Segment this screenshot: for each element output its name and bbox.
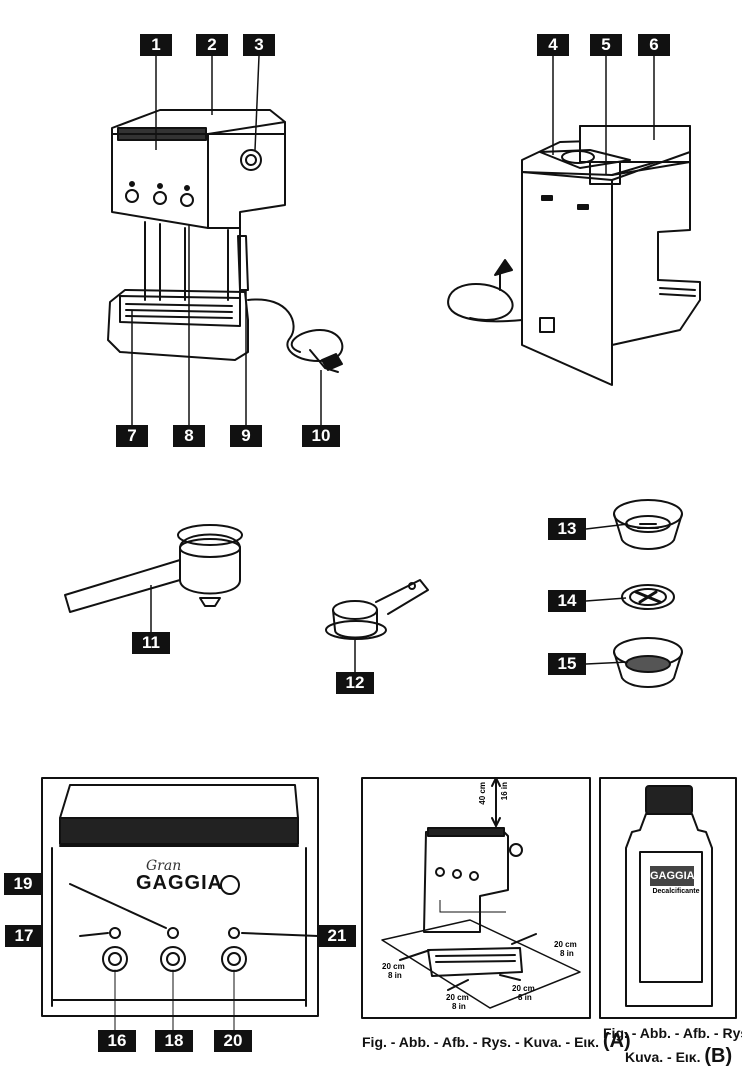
label-13: 13 — [548, 518, 586, 540]
dim-right-in: 8 in — [560, 949, 574, 958]
bottle-product: Decalcificante — [652, 888, 700, 895]
caption-b-line1: Fig. - Abb. - Afb. - Rys. - — [603, 1025, 742, 1041]
label-20: 20 — [214, 1030, 252, 1052]
label-10: 10 — [302, 425, 340, 447]
dim-right: 20 cm — [554, 940, 577, 949]
brand-script: Gran — [146, 858, 182, 874]
label-5: 5 — [590, 34, 622, 56]
label-3: 3 — [243, 34, 275, 56]
panel-b-frame — [599, 777, 737, 1019]
caption-b-letter: (B) — [704, 1045, 733, 1067]
caption-b-line2-wrap: Kuva. - Εικ. (B) — [625, 1045, 732, 1068]
filter-15 — [613, 637, 683, 688]
dim-left: 20 cm — [382, 962, 405, 971]
label-1: 1 — [140, 34, 172, 56]
label-14: 14 — [548, 590, 586, 612]
caption-a-letter: (A) — [602, 1030, 631, 1052]
label-15: 15 — [548, 653, 586, 675]
decalcifier-bottle — [625, 785, 713, 1007]
dim-top: 40 cm — [478, 782, 487, 805]
filter-14 — [621, 584, 675, 610]
caption-a-text: Fig. - Abb. - Afb. - Rys. - Kuva. - Εικ. — [362, 1034, 599, 1050]
measuring-scoop — [325, 579, 429, 640]
label-21: 21 — [318, 925, 356, 947]
dim-bottom-right-in: 8 in — [518, 993, 532, 1002]
label-4: 4 — [537, 34, 569, 56]
label-16: 16 — [98, 1030, 136, 1052]
dim-top-in: 16 in — [500, 782, 509, 801]
panel-a-frame — [361, 777, 591, 1019]
control-panel-frame — [41, 777, 319, 1017]
label-19: 19 — [4, 873, 42, 895]
label-9: 9 — [230, 425, 262, 447]
caption-a: Fig. - Abb. - Afb. - Rys. - Kuva. - Εικ.… — [362, 1030, 631, 1053]
control-panel — [51, 784, 319, 1031]
machine-back-view — [447, 125, 701, 386]
bottle-brand: GAGGIA — [650, 866, 695, 886]
label-17: 17 — [5, 925, 43, 947]
portafilter — [64, 524, 243, 613]
label-12: 12 — [336, 672, 374, 694]
dim-bottom-left-in: 8 in — [452, 1002, 466, 1011]
panel-a-machine — [381, 777, 581, 1009]
label-11: 11 — [132, 632, 170, 654]
dim-bottom-left: 20 cm — [446, 993, 469, 1002]
label-18: 18 — [155, 1030, 193, 1052]
machine-front-view — [107, 109, 344, 373]
label-7: 7 — [116, 425, 148, 447]
label-2: 2 — [196, 34, 228, 56]
label-8: 8 — [173, 425, 205, 447]
brand-logo: GAGGIA — [136, 872, 224, 894]
dim-left-in: 8 in — [388, 971, 402, 980]
dim-bottom-right: 20 cm — [512, 984, 535, 993]
caption-b-line2: Kuva. - Εικ. — [625, 1049, 701, 1065]
label-6: 6 — [638, 34, 670, 56]
filter-13 — [613, 499, 683, 550]
